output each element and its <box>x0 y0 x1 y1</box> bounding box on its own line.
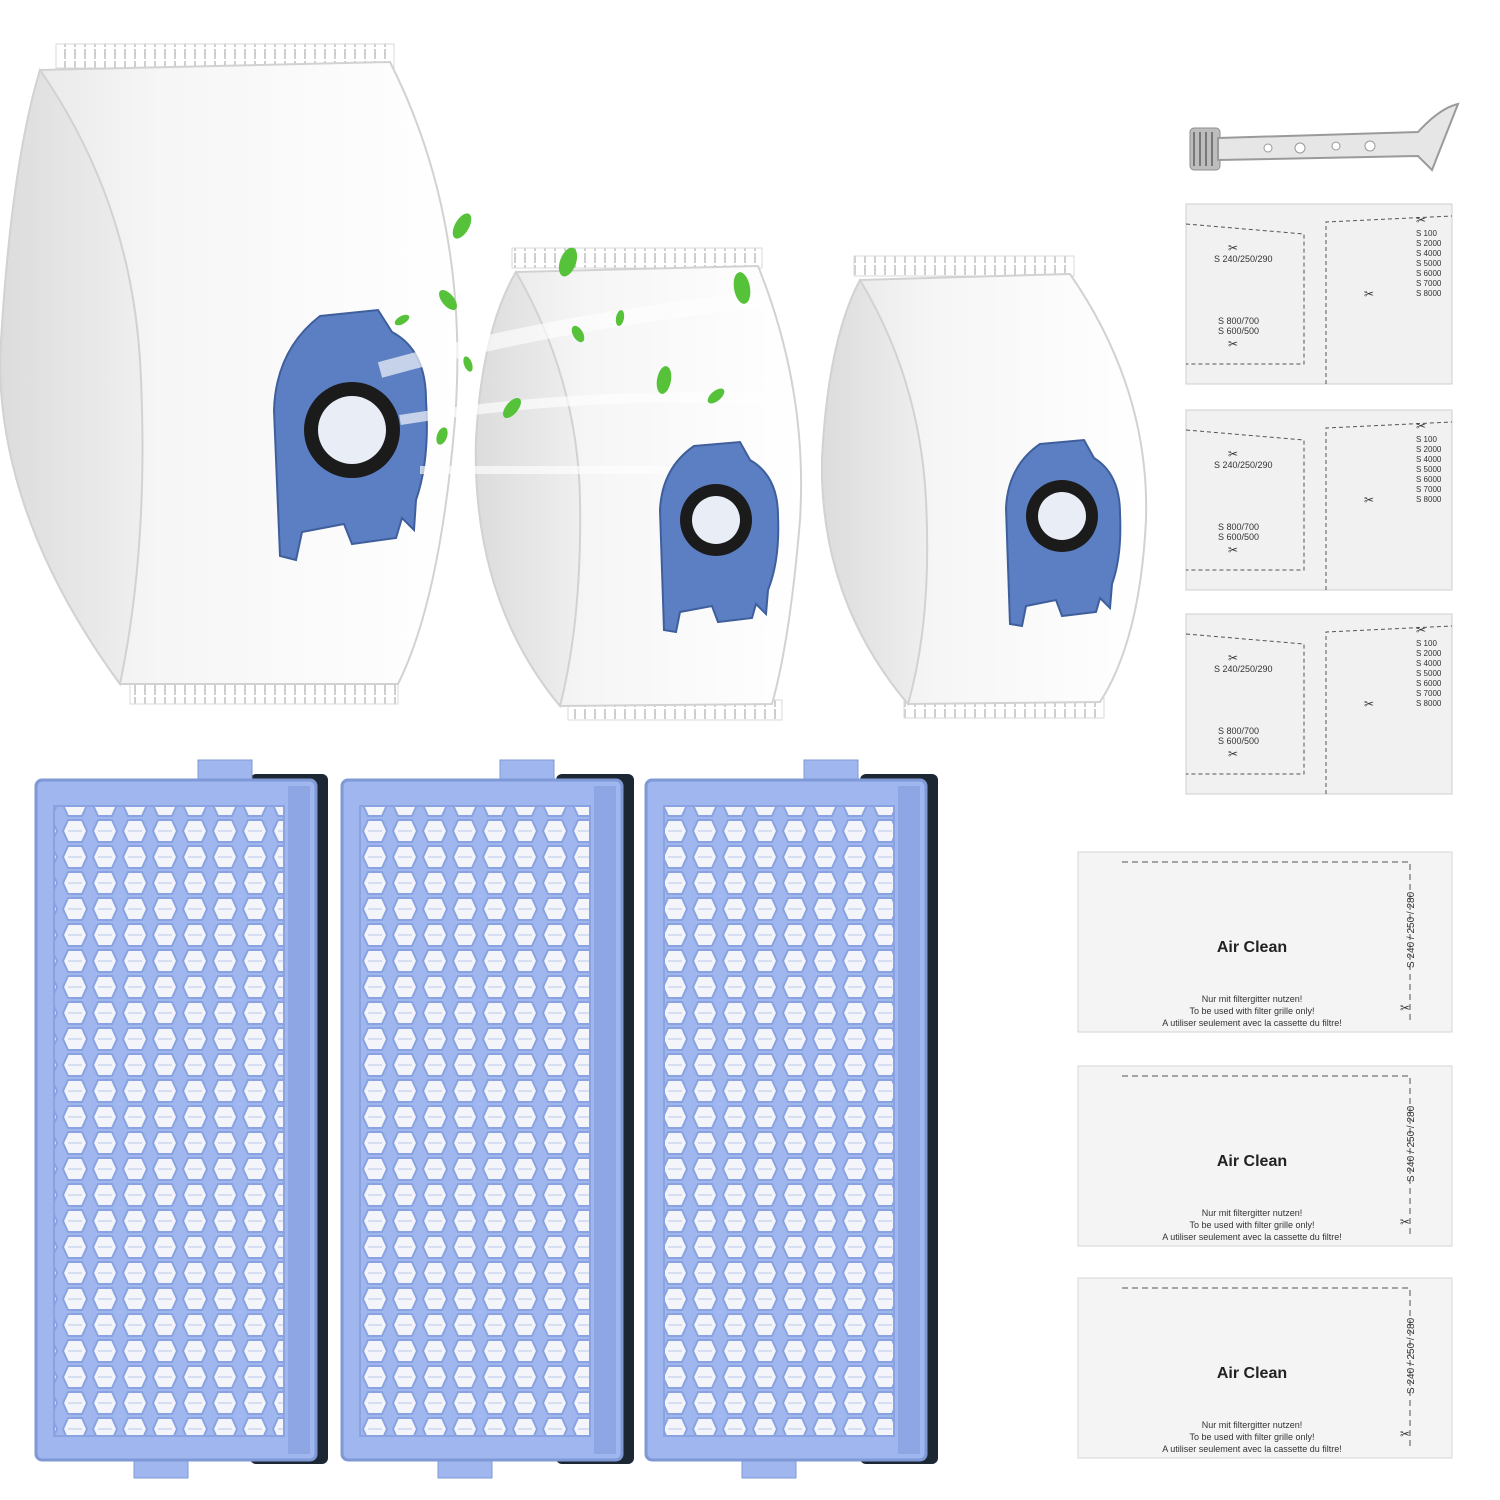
air-clean-title: Air Clean <box>1217 1153 1287 1170</box>
motor-filter-sheets: S 240/250/290 S 800/700 S 600/500 S 100 … <box>1185 203 1453 795</box>
svg-text:S 4000: S 4000 <box>1416 659 1442 668</box>
air-clean-title: Air Clean <box>1217 1365 1287 1382</box>
model-top-label: S 240/250/290 <box>1214 664 1273 674</box>
svg-text:S 7000: S 7000 <box>1416 689 1442 698</box>
model-mid2-label: S 600/500 <box>1218 532 1259 542</box>
model-top-label: S 240/250/290 <box>1214 254 1273 264</box>
svg-text:S 8000: S 8000 <box>1416 289 1442 298</box>
scissors-icon: ✂ <box>1228 747 1238 761</box>
hepa-filter-2 <box>340 759 634 1479</box>
air-clean-filter-3: Air Clean Nur mit filtergitter nutzen! T… <box>1077 1277 1453 1459</box>
svg-text:S 6000: S 6000 <box>1416 269 1442 278</box>
svg-text:S 5000: S 5000 <box>1416 465 1442 474</box>
svg-text:S 7000: S 7000 <box>1416 279 1442 288</box>
scissors-icon: ✂ <box>1228 651 1238 665</box>
model-list: S 100 S 2000 S 4000 S 5000 S 6000 S 7000… <box>1416 639 1442 708</box>
model-mid2-label: S 600/500 <box>1218 736 1259 746</box>
leaf-decoration <box>394 213 751 445</box>
model-top-label: S 240/250/290 <box>1214 460 1273 470</box>
scissors-icon: ✂ <box>1228 241 1238 255</box>
scissors-icon: ✂ <box>1228 337 1238 351</box>
air-clean-side-label: S 240 / 250 / 280 <box>1406 1105 1417 1182</box>
motor-filter-sheet-2: S 240/250/290 S 800/700 S 600/500 S 100 … <box>1185 409 1453 591</box>
air-clean-side-label: S 240 / 250 / 280 <box>1406 891 1417 968</box>
svg-text:S 100: S 100 <box>1416 435 1437 444</box>
air-clean-side-label: S 240 / 250 / 280 <box>1406 1317 1417 1394</box>
model-list: S 100 S 2000 S 4000 S 5000 S 6000 S 7000… <box>1416 435 1442 504</box>
model-list: S 100 S 2000 S 4000 S 5000 S 6000 S 7000… <box>1416 229 1442 298</box>
scissors-icon: ✂ <box>1364 287 1374 301</box>
svg-text:S 7000: S 7000 <box>1416 485 1442 494</box>
svg-text:S 5000: S 5000 <box>1416 669 1442 678</box>
svg-text:S 4000: S 4000 <box>1416 249 1442 258</box>
bag-collar <box>658 440 780 634</box>
air-clean-title: Air Clean <box>1217 939 1287 956</box>
svg-text:S 2000: S 2000 <box>1416 649 1442 658</box>
hepa-filter-3 <box>644 759 938 1479</box>
svg-text:S 2000: S 2000 <box>1416 445 1442 454</box>
motor-filter-sheet-1: S 240/250/290 S 800/700 S 600/500 S 100 … <box>1185 203 1453 385</box>
scissors-icon: ✂ <box>1416 213 1426 227</box>
instruction-fr: A utiliser seulement avec la cassette du… <box>1162 1444 1342 1454</box>
scissors-icon: ✂ <box>1400 1427 1410 1441</box>
svg-text:S 8000: S 8000 <box>1416 495 1442 504</box>
hepa-filters <box>34 759 938 1479</box>
svg-text:S 100: S 100 <box>1416 229 1437 238</box>
hepa-filter-1 <box>34 759 328 1479</box>
instruction-de: Nur mit filtergitter nutzen! <box>1202 1208 1303 1218</box>
instruction-fr: A utiliser seulement avec la cassette du… <box>1162 1018 1342 1028</box>
instruction-en: To be used with filter grille only! <box>1189 1220 1314 1230</box>
instruction-en: To be used with filter grille only! <box>1189 1432 1314 1442</box>
svg-text:S 8000: S 8000 <box>1416 699 1442 708</box>
cleaning-brush-tool <box>1189 102 1460 172</box>
svg-text:S 5000: S 5000 <box>1416 259 1442 268</box>
scissors-icon: ✂ <box>1400 1215 1410 1229</box>
svg-text:S 6000: S 6000 <box>1416 475 1442 484</box>
svg-text:S 2000: S 2000 <box>1416 239 1442 248</box>
air-clean-filters: Air Clean Nur mit filtergitter nutzen! T… <box>1077 851 1453 1459</box>
instruction-de: Nur mit filtergitter nutzen! <box>1202 994 1303 1004</box>
scissors-icon: ✂ <box>1364 697 1374 711</box>
bag-collar <box>1004 438 1122 628</box>
scissors-icon: ✂ <box>1416 623 1426 637</box>
svg-text:S 100: S 100 <box>1416 639 1437 648</box>
instruction-de: Nur mit filtergitter nutzen! <box>1202 1420 1303 1430</box>
dust-bag-medium <box>377 247 803 721</box>
model-mid-label: S 800/700 <box>1218 316 1259 326</box>
model-mid-label: S 800/700 <box>1218 522 1259 532</box>
svg-text:S 4000: S 4000 <box>1416 455 1442 464</box>
model-mid2-label: S 600/500 <box>1218 326 1259 336</box>
air-clean-filter-1: Air Clean Nur mit filtergitter nutzen! T… <box>1077 851 1453 1033</box>
scissors-icon: ✂ <box>1228 543 1238 557</box>
motor-filter-sheet-3: S 240/250/290 S 800/700 S 600/500 S 100 … <box>1185 613 1453 795</box>
scissors-icon: ✂ <box>1400 1001 1410 1015</box>
air-clean-filter-2: Air Clean Nur mit filtergitter nutzen! T… <box>1077 1065 1453 1247</box>
dust-bag-large <box>0 43 459 705</box>
dust-bag-small <box>820 255 1148 719</box>
model-mid-label: S 800/700 <box>1218 726 1259 736</box>
instruction-en: To be used with filter grille only! <box>1189 1006 1314 1016</box>
scissors-icon: ✂ <box>1228 447 1238 461</box>
scissors-icon: ✂ <box>1364 493 1374 507</box>
scissors-icon: ✂ <box>1416 419 1426 433</box>
svg-text:S 6000: S 6000 <box>1416 679 1442 688</box>
instruction-fr: A utiliser seulement avec la cassette du… <box>1162 1232 1342 1242</box>
